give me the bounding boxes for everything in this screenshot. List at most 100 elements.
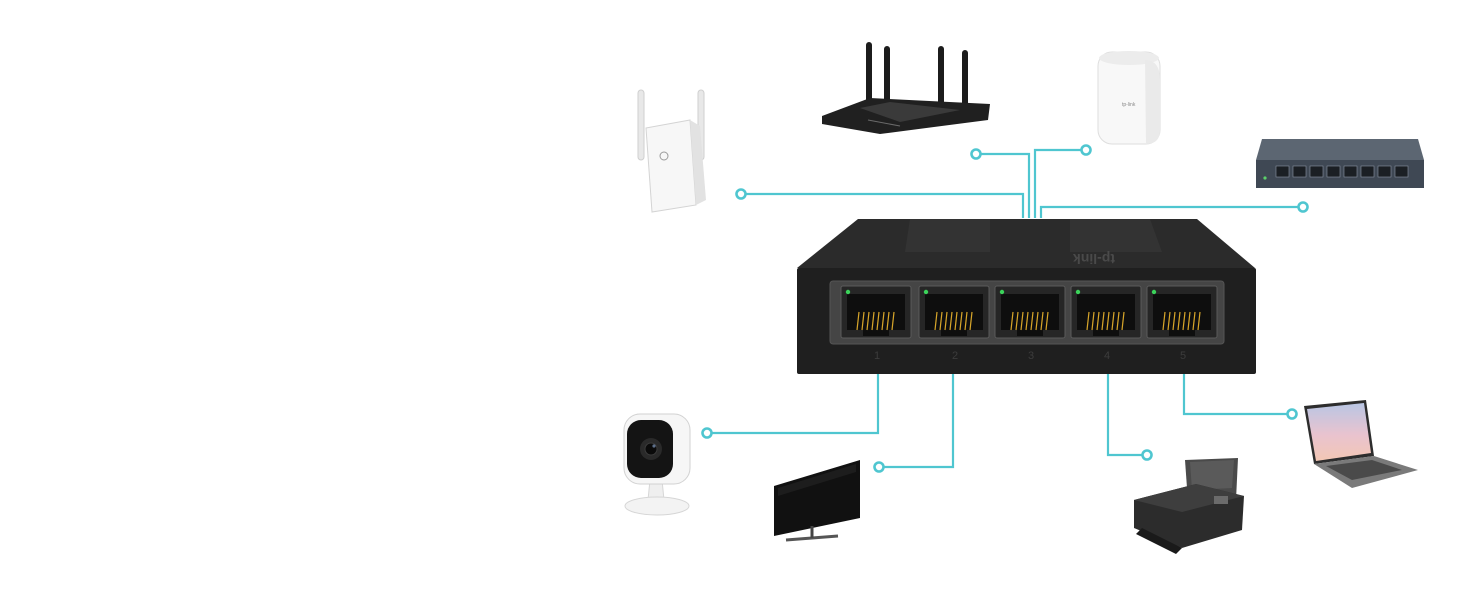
range-extender-antenna xyxy=(637,89,645,161)
wire-end-dot xyxy=(1286,408,1298,420)
wire-laptop xyxy=(1182,372,1292,416)
switch-top-ridge xyxy=(905,219,990,252)
mesh-unit-side-shade xyxy=(1145,60,1160,144)
port-led xyxy=(845,289,851,295)
port-contact xyxy=(969,311,973,331)
port-led xyxy=(1075,289,1081,295)
port-contact xyxy=(871,311,875,331)
port-contact xyxy=(934,311,938,331)
port-contact xyxy=(1197,311,1201,331)
router-antenna xyxy=(962,50,968,116)
mesh-unit-top xyxy=(1099,51,1159,65)
port-contact xyxy=(1030,311,1034,331)
port-number-label: 2 xyxy=(952,350,958,362)
managed-switch-port xyxy=(1292,165,1307,178)
ethernet-port: 4 xyxy=(1070,285,1142,362)
wire-camera xyxy=(707,372,880,435)
port-led xyxy=(923,289,929,295)
printer-output-tray xyxy=(1136,528,1182,554)
port-contact xyxy=(1121,311,1125,331)
range-extender-body xyxy=(645,119,697,213)
camera-base xyxy=(624,496,690,516)
port-contact xyxy=(1091,311,1095,331)
printer xyxy=(1134,458,1244,554)
port-contact xyxy=(1040,311,1044,331)
managed-switch-port xyxy=(1377,165,1392,178)
switch-top-surface xyxy=(797,219,1255,268)
router-antenna xyxy=(938,46,944,110)
router-led-strip xyxy=(867,119,901,127)
port-contact xyxy=(876,311,880,331)
ethernet-port: 2 xyxy=(918,285,990,362)
port-number-label: 3 xyxy=(1028,350,1034,362)
port-contact xyxy=(891,311,895,331)
tv-screen xyxy=(774,460,860,536)
port-contact xyxy=(964,311,968,331)
port-contact xyxy=(954,311,958,331)
wire-tv xyxy=(879,372,955,469)
port-contact xyxy=(886,311,890,331)
wifi-router xyxy=(822,42,990,134)
managed-switch-port xyxy=(1343,165,1358,178)
managed-switch-port xyxy=(1360,165,1375,178)
desktop-switch: tp-link 1 2 3 4 5 xyxy=(797,219,1256,374)
managed-switch-port xyxy=(1275,165,1290,178)
port-contact xyxy=(1106,311,1110,331)
wire-mesh-unit xyxy=(1033,148,1086,218)
port-contact xyxy=(1177,311,1181,331)
switch-top-ridge xyxy=(1070,219,1162,252)
port-contact xyxy=(1167,311,1171,331)
managed-switch xyxy=(1256,139,1424,188)
port-contact xyxy=(1187,311,1191,331)
laptop-keyboard xyxy=(1326,460,1402,480)
switch-brand-logo: tp-link xyxy=(1073,251,1115,267)
port-contact xyxy=(1116,311,1120,331)
port-contact xyxy=(866,311,870,331)
port-contact xyxy=(1096,311,1100,331)
port-contact xyxy=(1172,311,1176,331)
wire-end-dot xyxy=(873,461,885,473)
wire-managed-switch xyxy=(1039,205,1303,218)
laptop-screen xyxy=(1307,403,1371,461)
camera-lens xyxy=(644,442,658,456)
port-contact xyxy=(939,311,943,331)
wire-wifi-router xyxy=(976,152,1031,218)
tv-screen-reflection xyxy=(778,464,856,496)
wire-end-dot xyxy=(1141,449,1153,461)
port-contact xyxy=(1025,311,1029,331)
ethernet-port: 1 xyxy=(840,285,912,362)
wire-end-dot xyxy=(970,148,982,160)
port-contact xyxy=(1015,311,1019,331)
port-socket xyxy=(1077,294,1135,336)
mesh-unit-logo: tp-link xyxy=(1122,102,1136,108)
wire-end-dot xyxy=(701,427,713,439)
port-contact xyxy=(959,311,963,331)
ethernet-port: 5 xyxy=(1146,285,1218,362)
wire-range-extender xyxy=(741,192,1025,218)
tv xyxy=(774,460,860,542)
wire-printer xyxy=(1106,372,1147,457)
port-contact xyxy=(1045,311,1049,331)
port-number-label: 4 xyxy=(1104,350,1110,362)
port-number-label: 5 xyxy=(1180,350,1186,362)
port-contact xyxy=(1101,311,1105,331)
laptop xyxy=(1304,400,1418,488)
port-contact xyxy=(856,311,860,331)
port-led xyxy=(1151,289,1157,295)
port-contact xyxy=(881,311,885,331)
wire-end-dot xyxy=(1080,144,1092,156)
range-extender-logo xyxy=(659,151,669,161)
printer-paper xyxy=(1190,460,1234,490)
managed-switch-led xyxy=(1263,176,1267,180)
range-extender-side xyxy=(690,120,706,205)
port-number-label: 1 xyxy=(874,350,880,362)
router-antenna xyxy=(884,46,890,108)
port-socket xyxy=(847,294,905,336)
port-socket xyxy=(925,294,983,336)
managed-switch-port xyxy=(1394,165,1409,178)
port-contact xyxy=(1192,311,1196,331)
range-extender xyxy=(637,89,706,213)
port-contact xyxy=(861,311,865,331)
camera-lens-glint xyxy=(652,444,656,448)
